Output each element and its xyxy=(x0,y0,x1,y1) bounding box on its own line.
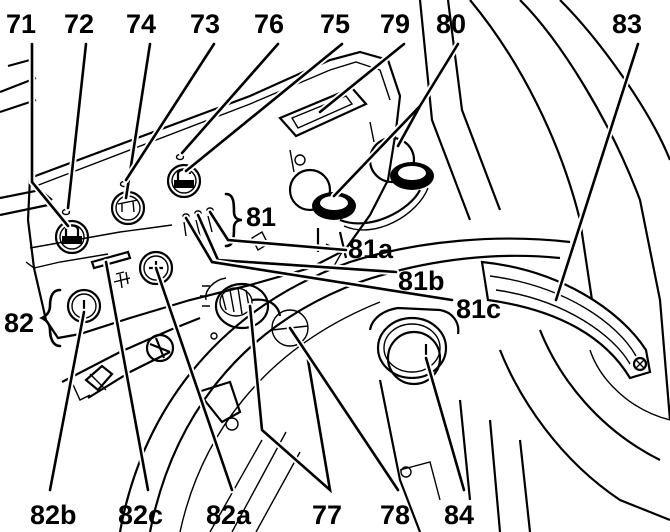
callout-80: 80 xyxy=(436,9,466,39)
socket-cap-icon xyxy=(312,162,434,220)
callout-72: 72 xyxy=(64,9,94,39)
lock-closed-button[interactable] xyxy=(54,219,90,255)
callout-78: 78 xyxy=(380,500,410,530)
indicator-group-81 xyxy=(182,207,269,251)
rotary-knob-icon xyxy=(200,285,210,307)
lock-open-icon xyxy=(174,168,194,188)
callout-71: 71 xyxy=(6,9,36,39)
callout-84: 84 xyxy=(444,500,474,530)
callout-81b: 81b xyxy=(398,266,445,296)
lock-closed-icon xyxy=(62,224,82,244)
callout-76: 76 xyxy=(254,9,284,39)
callout-83: 83 xyxy=(612,9,642,39)
callout-81c: 81c xyxy=(456,294,501,324)
callout-82b: 82b xyxy=(30,500,77,530)
callout-82a: 82a xyxy=(206,500,252,530)
callout-81: 81 xyxy=(246,202,276,232)
program-selector[interactable] xyxy=(90,250,132,289)
callout-82c: 82c xyxy=(118,500,163,530)
program-selector-icon xyxy=(113,271,131,289)
handle-bar xyxy=(480,260,652,380)
callout-labels: 71 72 74 73 76 75 79 80 83 81 81a 81b 81… xyxy=(4,9,642,530)
callout-82: 82 xyxy=(4,308,34,338)
leader-lines xyxy=(28,40,642,499)
callout-81a: 81a xyxy=(348,234,394,264)
callout-79: 79 xyxy=(380,9,410,39)
callout-74: 74 xyxy=(126,9,156,39)
callout-73: 73 xyxy=(190,9,220,39)
callout-75: 75 xyxy=(320,9,350,39)
callout-77: 77 xyxy=(312,500,342,530)
torch-icon xyxy=(117,199,139,213)
lock-open-button[interactable] xyxy=(166,163,202,199)
gas-connector[interactable] xyxy=(368,306,460,386)
